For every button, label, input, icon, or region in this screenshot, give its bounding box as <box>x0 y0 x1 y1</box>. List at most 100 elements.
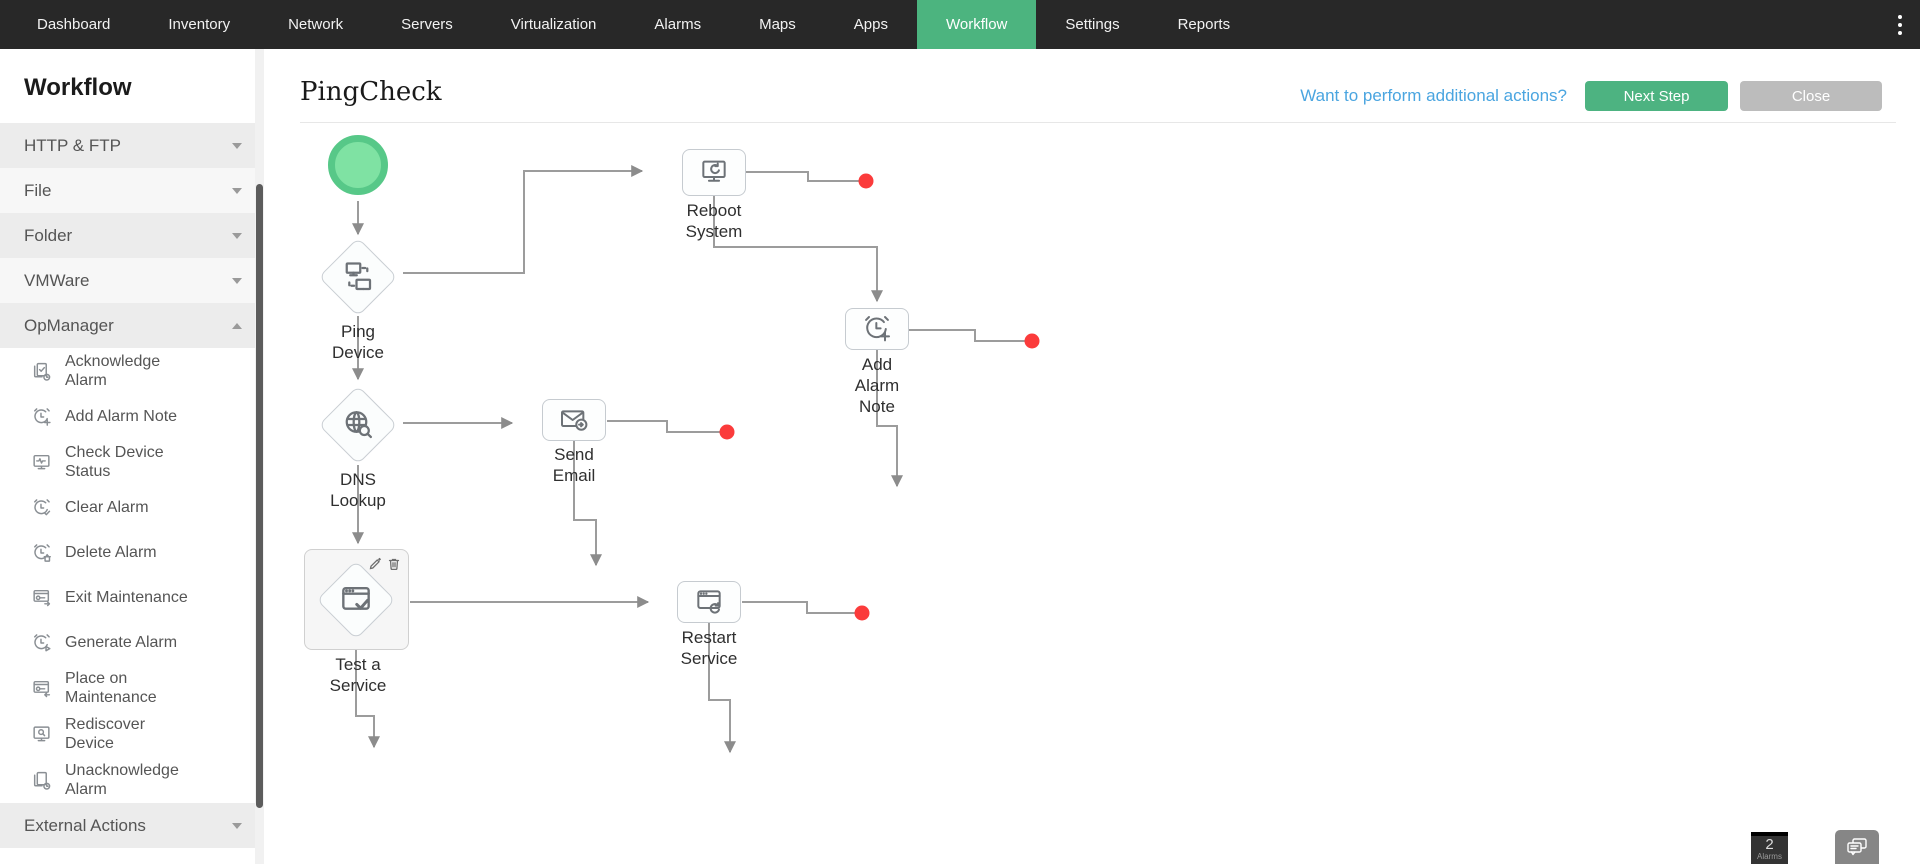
section-label: Folder <box>24 225 73 245</box>
sidebar-section-vmware[interactable]: VMWare <box>0 258 264 303</box>
sidebar-section-file[interactable]: File <box>0 168 264 213</box>
monitor-reboot-icon <box>702 160 726 182</box>
node-label-restart-service: Restart Service <box>680 628 738 668</box>
connector-add-alarm-endpoint <box>909 329 1025 342</box>
place-on-maintenance-icon <box>33 680 51 697</box>
node-send-email[interactable] <box>542 399 606 441</box>
sidebar-item-label: Clear Alarm <box>65 499 149 516</box>
window-refresh-icon <box>697 590 721 614</box>
node-label-reboot-system: Reboot System <box>685 201 743 241</box>
sidebar-item-exit-maintenance[interactable]: Exit Maintenance <box>0 575 264 620</box>
next-step-button[interactable]: Next Step <box>1585 81 1728 111</box>
edit-node-icon[interactable] <box>368 557 382 571</box>
clear-alarm-icon <box>34 499 51 516</box>
alarm-plus-icon <box>865 316 890 342</box>
nav-item-apps[interactable]: Apps <box>853 16 888 33</box>
node-label-dns-lookup: DNS Lookup <box>330 470 386 510</box>
nav-item-maps[interactable]: Maps <box>759 16 796 33</box>
top-nav: Dashboard Inventory Network Servers Virt… <box>0 0 1920 49</box>
nav-item-virtualization[interactable]: Virtualization <box>510 16 597 33</box>
nav-item-network[interactable]: Network <box>288 16 344 33</box>
sidebar-item-unacknowledge-alarm[interactable]: Unacknowledge Alarm <box>0 757 264 803</box>
sidebar-item-label: Delete Alarm <box>65 544 157 561</box>
add-alarm-note-icon <box>34 408 51 426</box>
chevron-up-icon <box>232 322 242 329</box>
nav-item-inventory[interactable]: Inventory <box>168 16 231 33</box>
endpoint-dot-add-alarm-note[interactable] <box>1024 333 1040 349</box>
sidebar-item-place-on-maintenance[interactable]: Place on Maintenance <box>0 665 264 711</box>
exit-maintenance-icon <box>33 589 51 607</box>
rediscover-device-icon <box>33 725 50 741</box>
sidebar-item-label: Unacknowledge Alarm <box>65 762 179 798</box>
nav-item-alarms[interactable]: Alarms <box>654 16 702 33</box>
sidebar-item-acknowledge-alarm[interactable]: Acknowledge Alarm <box>0 348 264 394</box>
sidebar-item-delete-alarm[interactable]: Delete Alarm <box>0 530 264 575</box>
node-label-ping-device: Ping Device <box>332 322 384 362</box>
node-restart-service[interactable] <box>677 581 741 623</box>
node-dns-lookup[interactable] <box>318 385 398 465</box>
connector-reboot-endpoint <box>746 171 859 182</box>
network-devices-icon <box>345 262 372 291</box>
sidebar-item-label: Check Device Status <box>65 444 164 480</box>
node-ping-device[interactable] <box>318 237 398 317</box>
sidebar-item-label: Add Alarm Note <box>65 408 178 425</box>
sidebar-item-add-alarm-note[interactable]: Add Alarm Note <box>0 394 264 439</box>
connector-ping-to-reboot <box>403 165 644 274</box>
sidebar-item-generate-alarm[interactable]: Generate Alarm <box>0 620 264 665</box>
close-button[interactable]: Close <box>1740 81 1882 111</box>
section-label: External Actions <box>24 815 146 835</box>
sidebar-item-label: Generate Alarm <box>65 634 178 651</box>
node-label-send-email: Send Email <box>552 445 596 485</box>
acknowledge-alarm-icon <box>33 362 51 381</box>
sidebar-section-opmanager[interactable]: OpManager <box>0 303 264 348</box>
sidebar-item-label: Acknowledge Alarm <box>65 353 161 389</box>
endpoint-dot-reboot[interactable] <box>858 173 874 189</box>
window-check-icon <box>342 586 370 610</box>
additional-actions-link[interactable]: Want to perform additional actions? <box>1300 86 1567 105</box>
node-label-test-a-service: Test a Service <box>329 655 387 695</box>
chevron-down-icon <box>232 232 242 239</box>
sidebar-item-check-device-status[interactable]: Check Device Status <box>0 439 264 485</box>
chevron-down-icon <box>232 277 242 284</box>
node-reboot-system[interactable] <box>682 149 746 196</box>
sidebar-section-folder[interactable]: Folder <box>0 213 264 258</box>
endpoint-dot-restart-service[interactable] <box>854 605 870 621</box>
sidebar-item-label: Place on Maintenance <box>65 670 157 706</box>
node-add-alarm-note[interactable] <box>845 308 909 350</box>
workflow-sidebar: Workflow HTTP & FTP File Folder VMWare O… <box>0 49 264 864</box>
sidebar-section-external-actions[interactable]: External Actions <box>0 803 264 848</box>
sidebar-scrollbar-thumb[interactable] <box>256 184 263 808</box>
nav-item-reports[interactable]: Reports <box>1177 16 1231 33</box>
start-node[interactable] <box>328 135 388 195</box>
email-send-icon <box>561 410 588 431</box>
sidebar-item-rediscover-device[interactable]: Rediscover Device <box>0 711 264 757</box>
header-divider <box>300 122 1896 123</box>
sidebar-item-label: Rediscover Device <box>65 716 146 752</box>
section-label: File <box>24 180 52 200</box>
generate-alarm-icon <box>34 634 51 652</box>
chat-bubbles-icon <box>1847 838 1867 856</box>
sidebar-item-clear-alarm[interactable]: Clear Alarm <box>0 485 264 530</box>
section-label: HTTP & FTP <box>24 135 121 155</box>
sidebar-title: Workflow <box>24 74 132 101</box>
section-label: OpManager <box>24 315 114 335</box>
alarms-widget[interactable]: 2 Alarms <box>1751 832 1788 864</box>
globe-search-icon <box>345 411 373 439</box>
nav-item-workflow[interactable]: Workflow <box>916 0 1037 49</box>
workflow-canvas-area: PingCheck Want to perform additional act… <box>264 49 1920 864</box>
kebab-menu-icon[interactable] <box>1880 0 1920 49</box>
chat-widget[interactable] <box>1835 830 1879 864</box>
section-label: VMWare <box>24 270 90 290</box>
nav-item-servers[interactable]: Servers <box>401 16 453 33</box>
workflow-connectors <box>352 165 1040 754</box>
check-device-status-icon <box>33 454 50 469</box>
endpoint-dot-send-email[interactable] <box>719 424 735 440</box>
alarm-count-label: Alarms <box>1757 852 1782 861</box>
nav-item-dashboard[interactable]: Dashboard <box>37 16 111 33</box>
delete-node-icon[interactable] <box>387 557 401 571</box>
nav-item-settings[interactable]: Settings <box>1065 16 1120 33</box>
sidebar-section-http-ftp[interactable]: HTTP & FTP <box>0 123 264 168</box>
node-test-a-service[interactable] <box>316 560 396 640</box>
sidebar-scrollbar <box>255 49 264 864</box>
unacknowledge-alarm-icon <box>33 771 51 790</box>
